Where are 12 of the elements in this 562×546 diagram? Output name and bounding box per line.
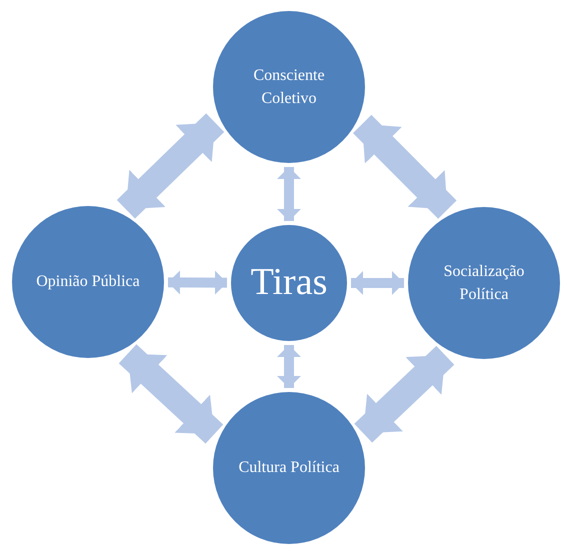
- double-arrow: [351, 271, 404, 295]
- double-arrow: [354, 346, 454, 443]
- double-arrow: [352, 114, 457, 219]
- node-label: Opinião Pública: [35, 272, 141, 292]
- double-arrow: [118, 344, 224, 444]
- node-label: Tiras: [250, 260, 328, 306]
- node-label: Consciente Coletivo: [252, 66, 326, 109]
- double-arrow: [277, 167, 301, 221]
- double-arrow: [168, 270, 228, 295]
- node-label: Cultura Política: [238, 458, 340, 478]
- double-arrow: [277, 345, 301, 388]
- node-label: Socialização Política: [442, 262, 526, 305]
